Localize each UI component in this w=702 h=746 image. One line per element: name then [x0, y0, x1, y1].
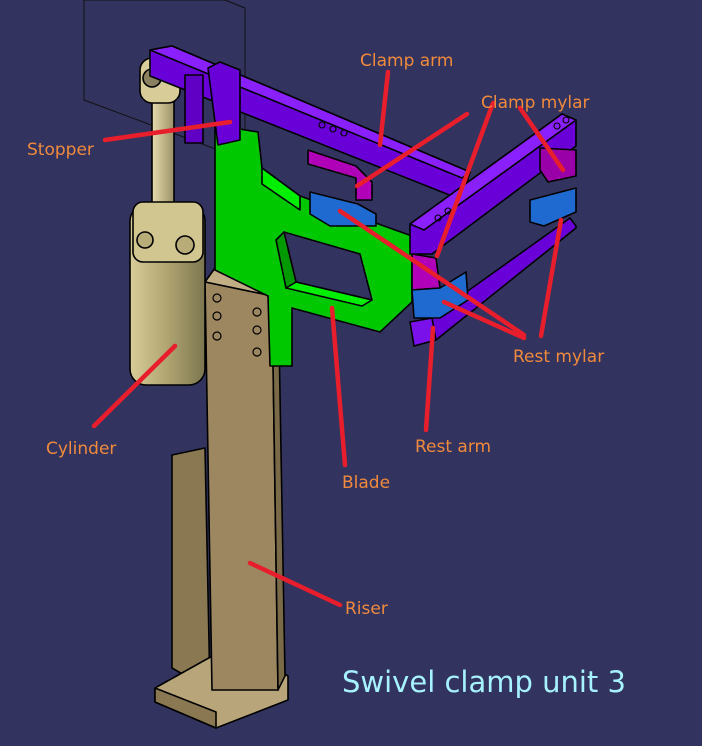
- riser-part: [154, 267, 289, 729]
- label-clamp-arm: Clamp arm: [360, 51, 453, 71]
- label-riser: Riser: [345, 599, 388, 619]
- label-blade: Blade: [342, 473, 390, 493]
- label-rest-arm: Rest arm: [415, 437, 491, 457]
- label-rest-mylar: Rest mylar: [513, 347, 604, 367]
- label-clamp-mylar: Clamp mylar: [481, 93, 590, 113]
- diagram-title: Swivel clamp unit 3: [342, 665, 626, 699]
- label-cylinder: Cylinder: [46, 439, 116, 459]
- label-stopper: Stopper: [27, 140, 94, 160]
- cylinder-part: [129, 57, 206, 386]
- blade-part: [214, 124, 413, 367]
- leader-lines: [91, 69, 566, 608]
